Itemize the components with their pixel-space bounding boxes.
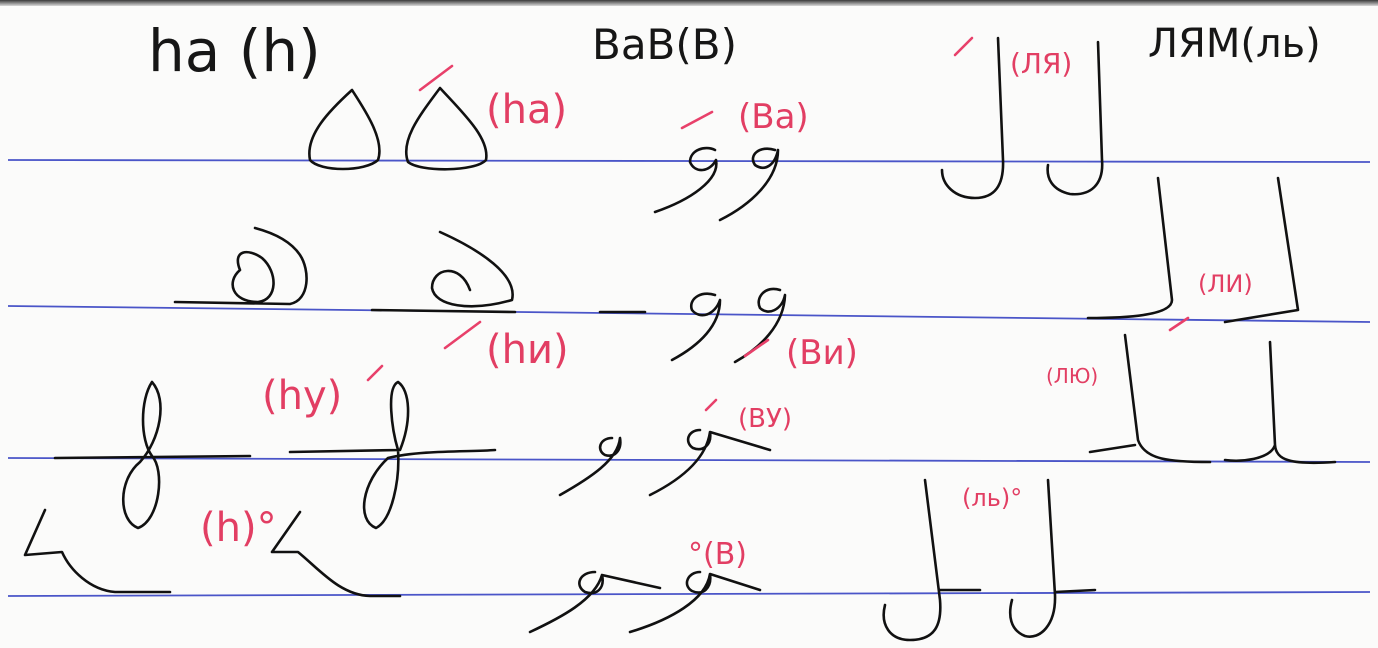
label-ha-final: (hy) xyxy=(262,373,343,419)
ha-final-clean xyxy=(288,380,497,530)
heading-vav: ВаВ(В) xyxy=(592,20,737,69)
vav-final-clean xyxy=(558,436,622,497)
label-lam-isolated: (ль)° xyxy=(962,484,1023,512)
label-lam-initial: (ЛЯ) xyxy=(1010,47,1073,80)
lam-final-clean xyxy=(1223,340,1337,465)
guide-line-3 xyxy=(7,457,1371,463)
lam-letter-forms xyxy=(882,36,1337,642)
ha-final-traced xyxy=(53,380,252,530)
heading-ha: ha (h) xyxy=(148,17,321,85)
lam-isolated-traced xyxy=(882,478,982,642)
red-stroke-mark xyxy=(704,398,718,412)
vav-isolated-traced xyxy=(528,570,662,634)
ha-medial-traced xyxy=(173,226,308,306)
label-lam-final: (ЛЮ) xyxy=(1046,364,1099,388)
vav-medial-clean xyxy=(733,287,787,364)
lam-initial-clean xyxy=(1046,40,1104,196)
vav-isolated-clean xyxy=(628,570,762,634)
label-vav-medial: (Ви) xyxy=(786,333,858,373)
vav-initial-traced xyxy=(653,146,718,214)
vav-initial-clean xyxy=(718,147,780,222)
label-ha-initial: (ha) xyxy=(486,87,568,133)
red-diacritic-marks xyxy=(366,36,1190,412)
ha-isolated-clean xyxy=(270,510,402,598)
board-frame-edge xyxy=(0,0,1378,6)
red-stroke-mark xyxy=(418,64,454,92)
red-stroke-mark xyxy=(443,320,482,350)
vav-medial-traced xyxy=(598,292,722,362)
lam-initial-traced xyxy=(940,36,1005,200)
label-ha-medial: (hи) xyxy=(486,327,569,373)
guide-line-2 xyxy=(7,305,1371,323)
red-stroke-mark xyxy=(680,110,714,130)
guide-line-4 xyxy=(7,591,1371,597)
label-vav-initial: (Ва) xyxy=(738,97,809,137)
ha-letter-forms xyxy=(23,86,517,598)
red-stroke-mark xyxy=(366,364,384,382)
ha-isolated-traced xyxy=(23,508,172,594)
lam-isolated-clean xyxy=(1008,478,1097,638)
lam-medial-clean xyxy=(1223,176,1300,324)
label-vav-isolated: °(В) xyxy=(688,537,747,572)
label-vav-final: (ВУ) xyxy=(738,404,792,434)
label-lam-medial: (ЛИ) xyxy=(1198,270,1253,298)
vav-final-traced xyxy=(648,428,772,497)
heading-lam: ЛЯМ(ль) xyxy=(1148,21,1321,67)
lam-final-traced xyxy=(1088,333,1212,464)
label-ha-isolated: (h)° xyxy=(200,505,277,551)
ha-medial-clean xyxy=(370,230,517,314)
ha-initial-clean xyxy=(405,86,488,171)
red-stroke-mark xyxy=(743,338,770,358)
red-stroke-mark xyxy=(1168,316,1190,332)
red-stroke-mark xyxy=(953,36,974,57)
lam-medial-traced xyxy=(1086,176,1174,320)
vav-letter-forms xyxy=(528,146,787,634)
ha-initial-traced xyxy=(308,88,381,171)
